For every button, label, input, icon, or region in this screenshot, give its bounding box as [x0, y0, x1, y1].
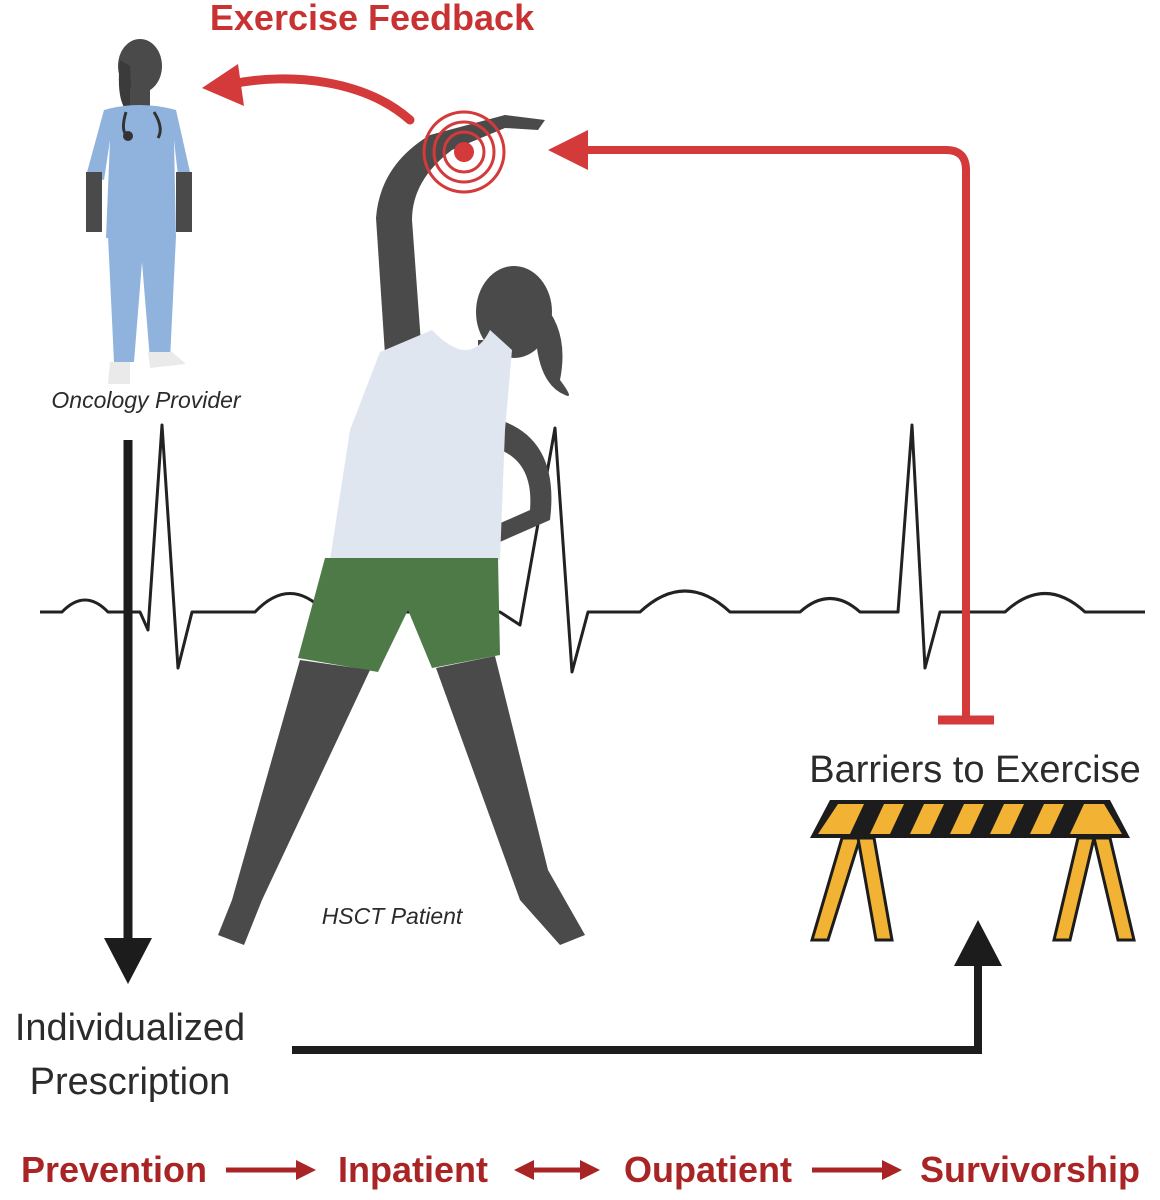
provider-arrow-head: [104, 938, 152, 984]
timeline-arrow-2-left-head: [514, 1160, 534, 1180]
exercise-feedback-title: Exercise Feedback: [210, 0, 535, 38]
feedback-arrow: [227, 74, 415, 125]
feedback-arrow-head: [202, 64, 244, 106]
timeline-inpatient: Inpatient: [338, 1149, 488, 1190]
prescription-to-barriers-arrow: [292, 960, 982, 1054]
timeline-survivorship: Survivorship: [920, 1149, 1140, 1190]
timeline-arrow-2-right-head: [580, 1160, 600, 1180]
timeline-arrow-1-head: [296, 1160, 316, 1180]
barricade-icon: [809, 800, 1136, 942]
prescription-label-line2: Prescription: [30, 1061, 231, 1103]
pain-target-icon: [422, 110, 506, 194]
prescription-label-line1: Individualized: [15, 1007, 245, 1049]
barriers-arrow-head: [954, 920, 1002, 966]
stethoscope-icon: [121, 111, 162, 141]
timeline-prevention: Prevention: [21, 1149, 207, 1190]
timeline-arrow-3-head: [882, 1160, 902, 1180]
oncology-provider-label: Oncology Provider: [51, 387, 242, 413]
patient-figure-icon: [218, 115, 585, 945]
barrier-inhibit-arrow-head: [548, 130, 588, 170]
provider-figure-icon: [86, 39, 192, 384]
timeline-oupatient: Oupatient: [624, 1149, 792, 1190]
hsct-patient-label: HSCT Patient: [322, 903, 464, 929]
barrier-inhibit-line: [584, 146, 970, 718]
barriers-to-exercise-label: Barriers to Exercise: [809, 749, 1141, 791]
ecg-trace-icon: [40, 423, 1145, 674]
